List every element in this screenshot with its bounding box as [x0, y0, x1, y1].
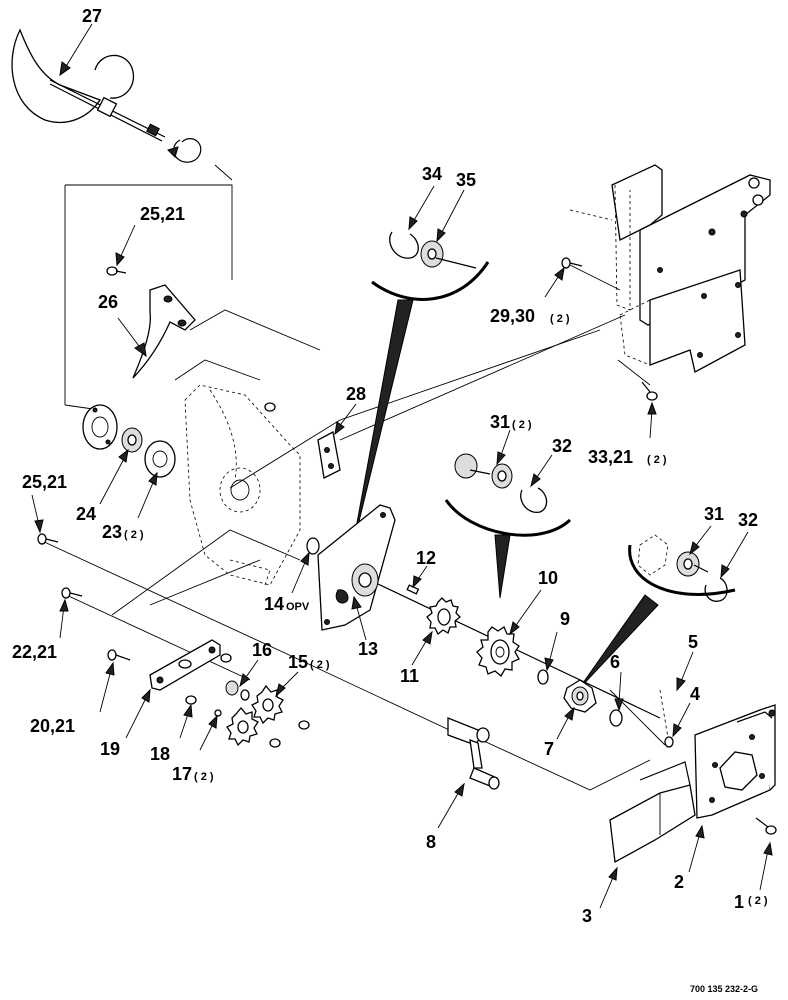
label-29-30-qty: ( 2 )	[550, 313, 570, 325]
part-5-pin	[659, 689, 674, 748]
small-washer-frame	[264, 402, 276, 412]
label-6: 6	[610, 652, 620, 672]
part-6-washer	[609, 709, 623, 727]
label-20-21: 20,21	[30, 716, 75, 736]
part-20-21-bolt	[107, 649, 131, 661]
detail-callout-31-32-right	[577, 534, 736, 691]
part-2-end-bracket	[694, 704, 776, 819]
callout-labels: 27 34 35 25,21 26 28 29,30 ( 2 ) 33,21 (…	[12, 6, 768, 926]
label-29-30: 29,30	[490, 306, 535, 326]
label-7: 7	[544, 739, 554, 759]
label-26: 26	[98, 292, 118, 312]
part-33-21-bolt	[641, 381, 658, 401]
detail-callout-34-35	[351, 231, 490, 551]
part-18-washer	[185, 695, 197, 705]
part-3-shield	[609, 761, 696, 864]
label-14-suffix: OPV	[286, 601, 310, 613]
part-29-30-bolt	[561, 257, 583, 269]
label-25-21-left: 25,21	[22, 472, 67, 492]
part-upper-right-bracket	[569, 164, 771, 373]
part-11-sprocket	[426, 597, 461, 636]
part-12-key	[406, 584, 420, 595]
part-washer-top-arm	[220, 653, 232, 663]
part-10-double-sprocket	[476, 626, 520, 677]
label-10: 10	[538, 568, 558, 588]
part-25-21-bolt-left	[37, 533, 59, 545]
label-15: 15	[288, 652, 308, 672]
label-12: 12	[416, 548, 436, 568]
label-31-top-qty: ( 2 )	[512, 419, 532, 431]
label-23-qty: ( 2 )	[124, 529, 144, 541]
label-31-right: 31	[704, 504, 724, 524]
label-22-21: 22,21	[12, 642, 57, 662]
label-3: 3	[582, 906, 592, 926]
label-32-top: 32	[552, 436, 572, 456]
label-34: 34	[422, 164, 442, 184]
label-18: 18	[150, 744, 170, 764]
label-11: 11	[400, 666, 419, 686]
part-19-idler-arm	[149, 639, 221, 691]
label-32-right: 32	[738, 510, 758, 530]
label-9: 9	[560, 609, 570, 629]
part-25-21-bolt-top	[106, 266, 127, 276]
part-22-21-bolt	[61, 587, 83, 599]
part-15-sprocket-lower	[226, 706, 259, 747]
part-27-auger	[11, 28, 202, 163]
label-33-21-qty: ( 2 )	[647, 454, 667, 466]
label-23: 23	[102, 522, 122, 542]
label-14: 14	[264, 594, 284, 614]
label-27: 27	[82, 6, 102, 26]
part-1-bolt	[755, 817, 777, 835]
label-5: 5	[688, 632, 698, 652]
part-28-plate	[317, 431, 341, 479]
part-nut-lower	[269, 738, 281, 748]
part-14-washer	[306, 537, 320, 555]
label-31-top: 31	[490, 412, 510, 432]
label-17-qty: ( 2 )	[194, 771, 214, 783]
label-15-qty: ( 2 )	[310, 659, 330, 671]
part-housing-frame	[184, 384, 301, 586]
part-8-crank	[447, 717, 500, 790]
part-26-stripper	[132, 284, 196, 379]
label-17: 17	[172, 764, 192, 784]
label-33-21: 33,21	[588, 447, 633, 467]
drive-shaft-axis	[377, 583, 661, 719]
part-nut-upper	[298, 720, 310, 730]
part-24-flange-bearing	[82, 404, 176, 478]
label-2: 2	[674, 872, 684, 892]
figure-reference: 700 135 232-2-G	[690, 984, 758, 994]
label-13: 13	[358, 639, 378, 659]
part-13-bearing-plate	[317, 504, 396, 631]
label-19: 19	[100, 739, 120, 759]
label-28: 28	[346, 384, 366, 404]
part-7-hex-bearing	[563, 679, 597, 713]
label-1: 1	[734, 892, 744, 912]
detail-callout-31-32-top	[444, 453, 572, 599]
label-25-21-top: 25,21	[140, 204, 185, 224]
part-9-washer	[537, 669, 549, 685]
part-16-spacer	[225, 680, 250, 701]
label-35: 35	[456, 170, 476, 190]
part-17-spacer	[214, 709, 222, 717]
label-4: 4	[690, 684, 700, 704]
label-24: 24	[76, 504, 96, 524]
label-8: 8	[426, 832, 436, 852]
label-16: 16	[252, 640, 272, 660]
label-1-qty: ( 2 )	[748, 895, 768, 907]
